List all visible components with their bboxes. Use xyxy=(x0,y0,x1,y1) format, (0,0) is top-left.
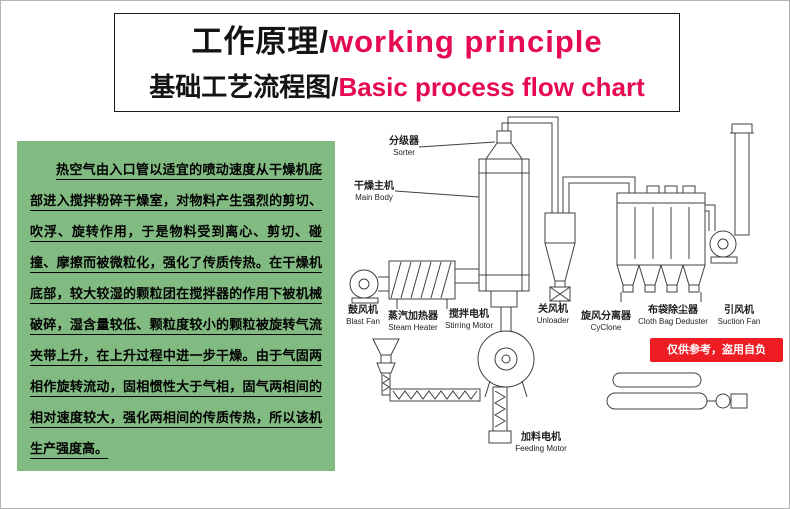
label-suction-fan-en: Suction Fan xyxy=(717,317,761,326)
label-feeding-motor-en: Feeding Motor xyxy=(515,444,567,453)
blast-fan-symbol xyxy=(349,269,389,304)
label-main-body-en: Main Body xyxy=(355,193,393,202)
title-line1-zh: 工作原理/ xyxy=(191,24,329,59)
title-line-2: 基础工艺流程图/Basic process flow chart xyxy=(115,66,679,108)
label-blast-fan-en: Blast Fan xyxy=(346,317,380,326)
title-line2-en: Basic process flow chart xyxy=(338,72,645,102)
label-main-body: 干燥主机 Main Body xyxy=(354,181,394,203)
label-feeding-motor-zh: 加料电机 xyxy=(521,432,561,443)
label-sorter-zh: 分级器 xyxy=(389,136,419,147)
feed-system-symbol xyxy=(372,338,512,444)
label-main-body-zh: 干燥主机 xyxy=(354,181,394,192)
label-unloader-en: Unloader xyxy=(536,316,570,325)
cyclone-symbol xyxy=(544,212,576,310)
label-unloader-zh: 关风机 xyxy=(538,304,568,315)
title-line2-zh: 基础工艺流程图/ xyxy=(149,72,339,102)
watermark-notice: 仅供参考，盗用自负 xyxy=(650,338,783,362)
steam-heater-symbol xyxy=(388,260,479,309)
label-steam-heater-zh: 蒸汽加热器 xyxy=(388,311,438,322)
description-text: 热空气由入口管以适宜的喷动速度从干燥机底部进入搅拌粉碎干燥室，对物料产生强烈的剪… xyxy=(30,162,322,456)
label-cyclone-en: CyClone xyxy=(590,323,622,332)
label-sorter: 分级器 Sorter xyxy=(389,136,419,158)
suction-fan-symbol xyxy=(705,123,754,264)
drying-column-symbol xyxy=(394,130,530,292)
label-blast-fan-zh: 鼓风机 xyxy=(347,305,378,316)
label-cloth-bag-deduster-zh: 布袋除尘器 xyxy=(647,305,698,316)
title-box: 工作原理/working principle 基础工艺流程图/Basic pro… xyxy=(114,13,680,112)
label-blast-fan: 鼓风机 Blast Fan xyxy=(346,305,380,327)
label-stirring-motor-zh: 搅拌电机 xyxy=(448,309,489,320)
label-steam-heater: 蒸汽加热器 Steam Heater xyxy=(388,311,438,333)
label-suction-fan-zh: 引风机 xyxy=(723,305,754,316)
label-cyclone: 旋风分离器 CyClone xyxy=(581,311,631,333)
overhead-duct-symbol xyxy=(501,116,636,213)
bag-deduster-symbol xyxy=(616,185,706,302)
stirring-motor-symbol xyxy=(477,290,535,398)
title-line1-en: working principle xyxy=(328,24,603,59)
description-panel: 热空气由入口管以适宜的喷动速度从干燥机底部进入搅拌粉碎干燥室，对物料产生强烈的剪… xyxy=(17,141,335,471)
label-sorter-en: Sorter xyxy=(393,148,415,157)
title-line-1: 工作原理/working principle xyxy=(115,18,679,66)
label-suction-fan: 引风机 Suction Fan xyxy=(718,305,761,327)
label-stirring-motor: 搅拌电机 Stirring Motor xyxy=(445,309,493,331)
label-cloth-bag-deduster-en: Cloth Bag Deduster xyxy=(638,317,708,326)
screw-conveyor-symbol xyxy=(606,372,748,410)
label-stirring-motor-en: Stirring Motor xyxy=(444,321,494,330)
label-steam-heater-en: Steam Heater xyxy=(388,323,438,332)
label-unloader: 关风机 Unloader xyxy=(537,304,569,326)
label-cloth-bag-deduster: 布袋除尘器 Cloth Bag Deduster xyxy=(638,305,708,327)
label-cyclone-zh: 旋风分离器 xyxy=(581,311,631,322)
label-feeding-motor: 加料电机 Feeding Motor xyxy=(515,432,567,454)
